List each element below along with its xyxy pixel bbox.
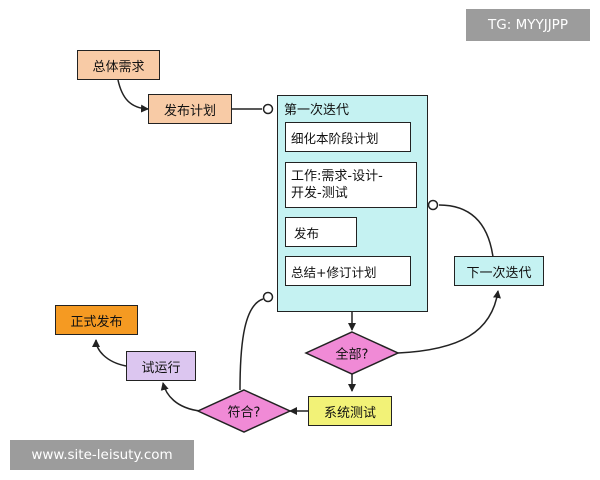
label-conform-decision: 符合?: [227, 405, 261, 421]
arrow-overall-to-plan: [117, 79, 149, 113]
connector-dot-iteration-left: [262, 291, 274, 303]
arrow-next-to-iteration: [438, 204, 494, 258]
node-overall-requirements: 总体需求: [77, 50, 160, 80]
diamond-conform: [196, 389, 292, 433]
connector-dot-iteration-in: [262, 103, 274, 115]
connector-dot-iteration-right: [427, 199, 439, 211]
label-all-decision: 全部?: [335, 347, 369, 363]
work-line-1: 工作:需求-设计-: [291, 169, 383, 184]
node-release: 发布: [285, 217, 357, 247]
arrow-conform-to-iteration: [239, 298, 264, 391]
iteration-title: 第一次迭代: [284, 103, 350, 118]
node-system-test: 系统测试: [308, 396, 392, 426]
diamond-all: [304, 331, 400, 375]
watermark-bottom-left: www.site-leisuty.com: [10, 440, 194, 470]
arrow-trial-to-official: [92, 339, 127, 367]
arrow-all-to-next: [397, 290, 501, 354]
work-line-2: 开发-测试: [291, 186, 348, 201]
node-trial-run: 试运行: [126, 351, 196, 381]
node-release-plan: 发布计划: [148, 94, 232, 124]
watermark-top-right: TG: MYYJJPP: [466, 9, 590, 41]
node-next-iteration: 下一次迭代: [454, 256, 544, 286]
node-work-phases: 工作:需求-设计- 开发-测试: [285, 162, 417, 208]
node-refine-stage-plan: 细化本阶段计划: [285, 122, 411, 152]
node-official-release: 正式发布: [55, 305, 138, 335]
arrow-conform-to-trial: [160, 382, 201, 412]
node-summary-revise: 总结+修订计划: [285, 256, 411, 286]
